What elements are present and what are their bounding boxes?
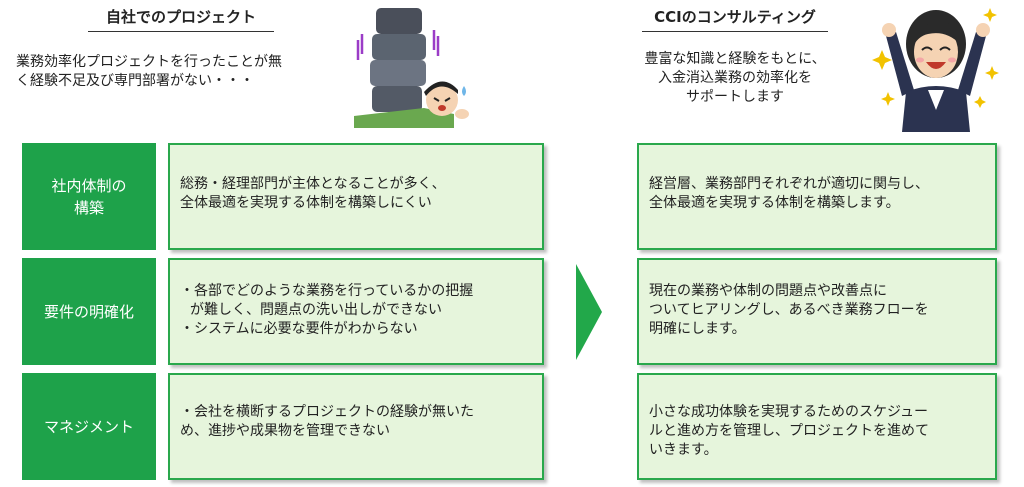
right-solution-box-3: 小さな成功体験を実現するためのスケジュー ルと進め方を管理し、プロジェクトを進め… — [637, 373, 997, 480]
left-problem-1-line-2: 全体最適を実現する体制を構築しにくい — [180, 195, 432, 211]
label-requirements-clarification: 要件の明確化 — [22, 258, 156, 365]
right-solution-1-line-1: 経営層、業務部門それぞれが適切に関与し、 — [649, 176, 929, 192]
left-problem-box-2: ・各部でどのような業務を行っているかの把握 が難しく、問題点の洗い出しができない… — [168, 258, 544, 365]
right-solution-box-1: 経営層、業務部門それぞれが適切に関与し、 全体最適を実現する体制を構築します。 — [637, 143, 997, 250]
left-problem-2-bullet-1-line-1: ・各部でどのような業務を行っているかの把握 — [180, 283, 474, 299]
left-problem-box-1: 総務・経理部門が主体となることが多く、 全体最適を実現する体制を構築しにくい — [168, 143, 544, 250]
right-solution-2-line-1: 現在の業務や体制の問題点や改善点に — [649, 283, 887, 299]
right-solution-3-line-2: ルと進め方を管理し、プロジェクトを進めて — [649, 423, 929, 439]
label-internal-structure-line-1: 社内体制の — [51, 176, 127, 195]
right-section-title: CCIのコンサルティング — [642, 6, 828, 32]
left-intro-line-1: 業務効率化プロジェクトを行ったことが無 — [16, 54, 282, 70]
right-solution-3-line-3: いきます。 — [649, 442, 718, 458]
right-intro-line-2: 入金消込業務の効率化を — [658, 70, 812, 86]
cheering-woman-icon — [872, 8, 999, 132]
right-intro-line-1: 豊富な知識と経験をもとに、 — [644, 51, 826, 67]
left-problem-1-line-1: 総務・経理部門が主体となることが多く、 — [180, 176, 446, 192]
left-section-title: 自社でのプロジェクト — [88, 6, 274, 32]
left-problem-3-line-2: め、進捗や成果物を管理できない — [180, 423, 390, 439]
right-arrow-icon — [576, 264, 602, 360]
left-intro-line-2: く経験不足及び専門部署がない・・・ — [16, 73, 254, 89]
label-management: マネジメント — [22, 373, 156, 480]
label-internal-structure-line-2: 構築 — [73, 198, 104, 217]
crushed-person-under-weights-icon — [354, 8, 469, 128]
label-internal-structure: 社内体制の 構築 — [22, 143, 156, 250]
left-problem-2-bullet-2: ・システムに必要な要件がわからない — [180, 321, 418, 337]
right-intro-text: 豊富な知識と経験をもとに、 入金消込業務の効率化を サポートします — [600, 50, 870, 107]
right-solution-3-line-1: 小さな成功体験を実現するためのスケジュー — [649, 404, 929, 420]
right-solution-2-line-3: 明確にします。 — [649, 321, 746, 337]
right-solution-box-2: 現在の業務や体制の問題点や改善点に ついてヒアリングし、あるべき業務フローを 明… — [637, 258, 997, 365]
left-problem-2-bullet-1-line-2: が難しく、問題点の洗い出しができない — [190, 302, 442, 318]
label-management-text: マネジメント — [43, 417, 134, 436]
label-requirements-clarification-text: 要件の明確化 — [43, 302, 134, 321]
right-intro-line-3: サポートします — [686, 89, 784, 105]
right-solution-1-line-2: 全体最適を実現する体制を構築します。 — [649, 195, 900, 211]
left-intro-text: 業務効率化プロジェクトを行ったことが無 く経験不足及び専門部署がない・・・ — [16, 53, 346, 91]
left-problem-box-3: ・会社を横断するプロジェクトの経験が無いた め、進捗や成果物を管理できない — [168, 373, 544, 480]
right-solution-2-line-2: ついてヒアリングし、あるべき業務フローを — [649, 302, 929, 318]
left-problem-3-line-1: ・会社を横断するプロジェクトの経験が無いた — [180, 404, 474, 420]
